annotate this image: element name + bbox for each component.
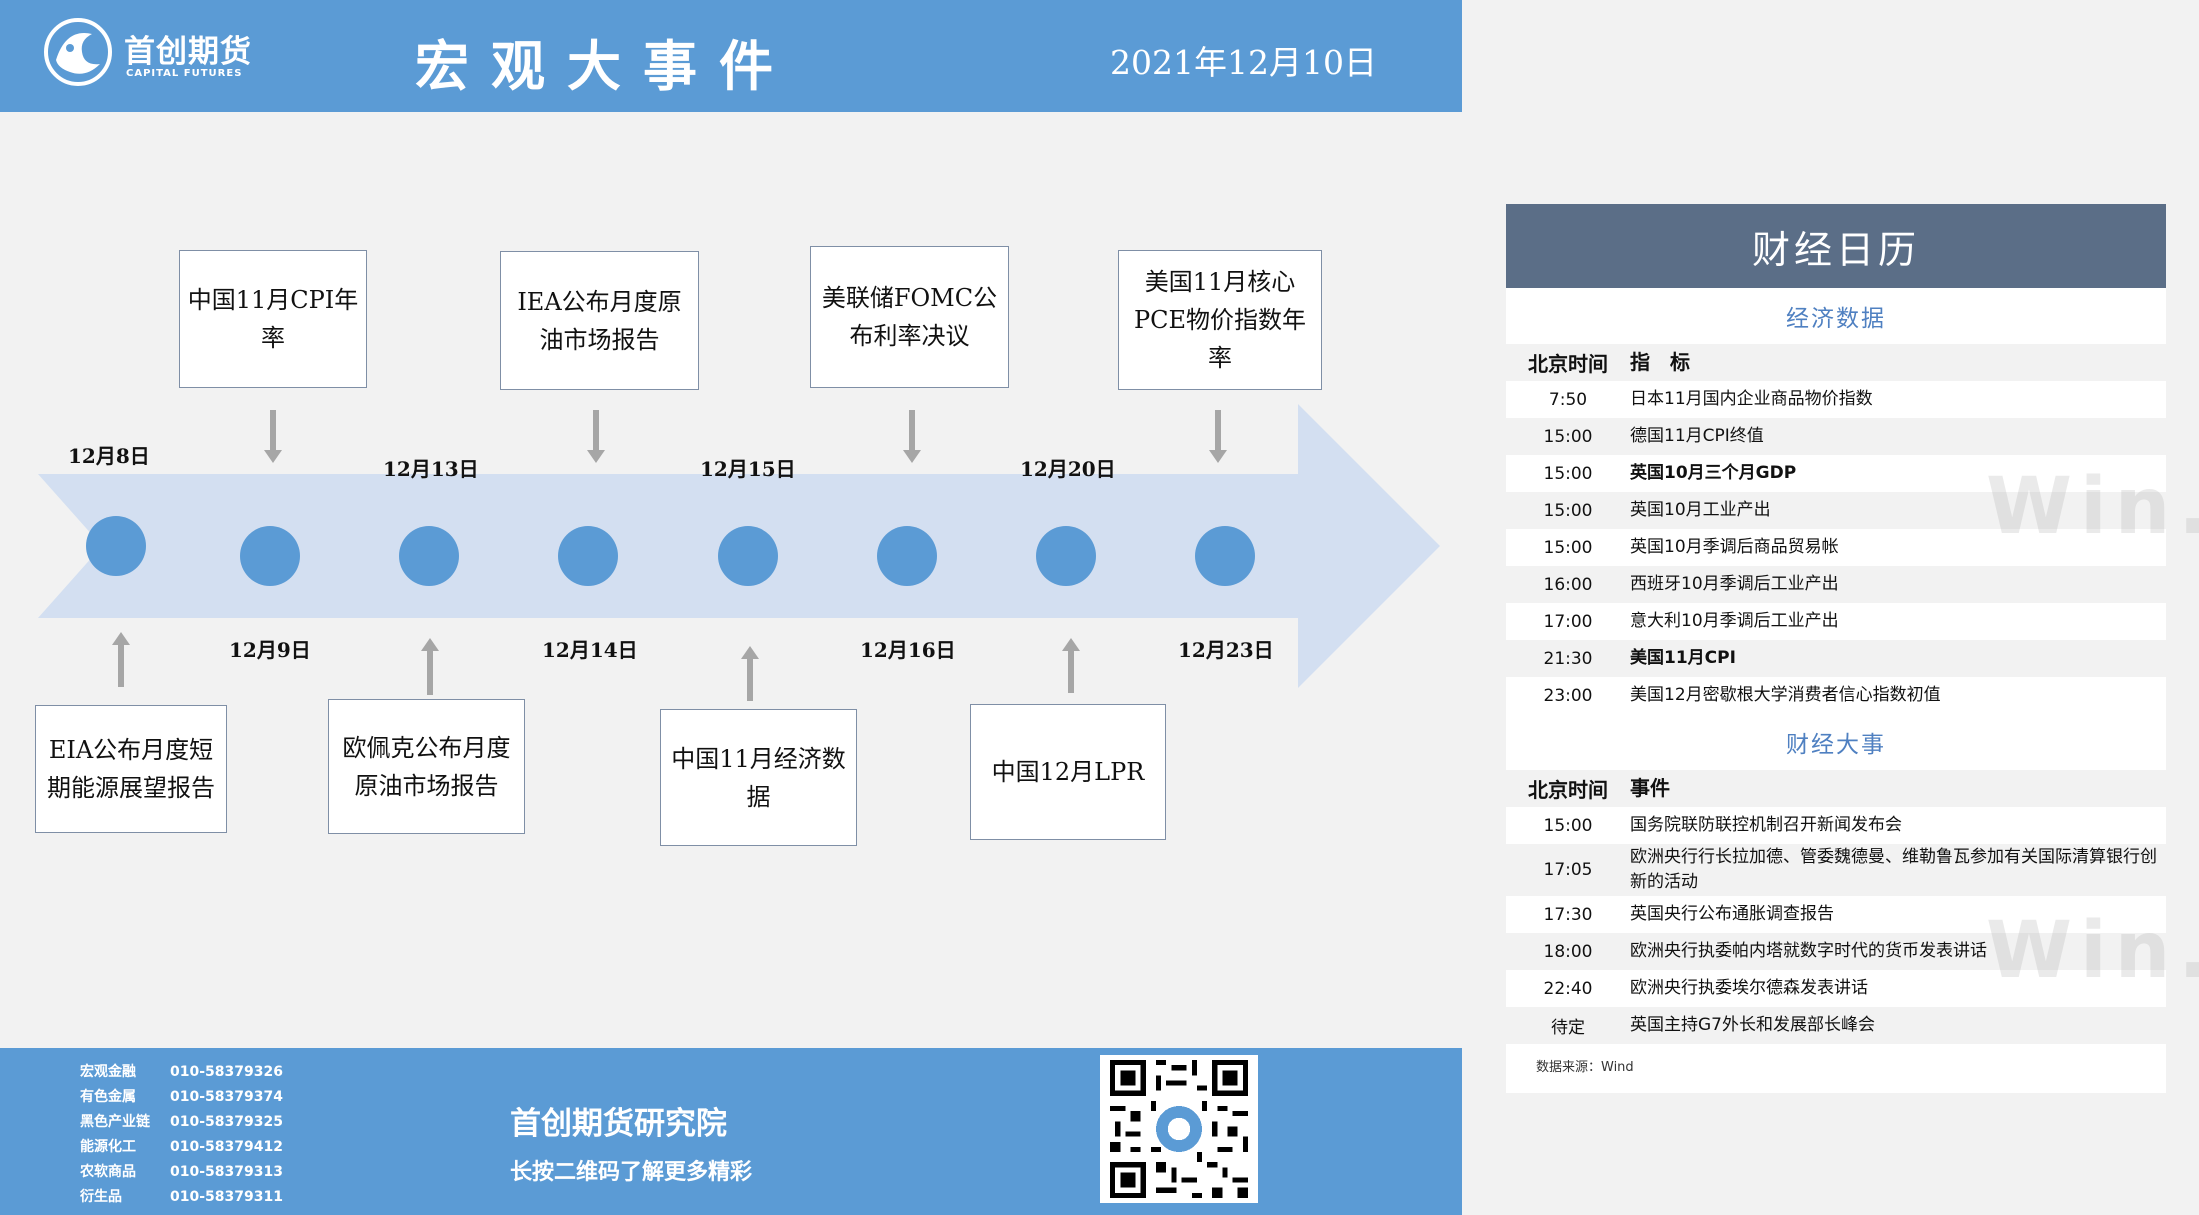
- timeline-date: 12月16日: [860, 638, 956, 662]
- table-row: 待定英国主持G7外长和发展部长峰会: [1506, 1007, 2166, 1044]
- events-section-title: 财经大事: [1786, 732, 1886, 758]
- event-text: 美联储FOMC公布利率决议: [821, 284, 998, 350]
- timeline-date: 12月15日: [700, 457, 796, 481]
- up-arrow-icons: [112, 632, 1080, 701]
- column-header-time: 北京时间: [1528, 778, 1608, 802]
- qr-code-icon[interactable]: [1100, 1055, 1258, 1203]
- event-box: IEA公布月度原油市场报告: [500, 251, 699, 390]
- institute-name: 首创期货研究院: [510, 1106, 727, 1142]
- timeline-node: [1195, 526, 1255, 586]
- event-box: 美联储FOMC公布利率决议: [810, 246, 1009, 388]
- timeline-date: 12月20日: [1020, 457, 1116, 481]
- logo-name-cn: 首创期货: [124, 34, 252, 70]
- event-text: 欧佩克公布月度原油市场报告: [342, 733, 511, 800]
- watermark: Win.d: [1986, 906, 2199, 996]
- logo-name-en: CAPITAL FUTURES: [126, 68, 243, 79]
- down-arrow-icons: [264, 410, 1227, 463]
- timeline-node: [718, 526, 778, 586]
- timeline-node: [86, 516, 146, 576]
- timeline-date: 12月14日: [542, 638, 638, 662]
- column-header-item: 指 标: [1630, 350, 1690, 374]
- calendar-title: 财经日历: [1506, 204, 2166, 288]
- timeline-node: [240, 526, 300, 586]
- timeline-date: 12月8日: [68, 444, 150, 468]
- event-box: EIA公布月度短期能源展望报告: [35, 705, 227, 833]
- event-text: 美国11月核心PCE物价指数年率: [1133, 268, 1307, 372]
- timeline-arrow: [38, 404, 1440, 701]
- slogan-text: 长按二维码了解更多精彩: [510, 1160, 753, 1185]
- event-text: 中国11月经济数据: [671, 744, 846, 811]
- header-bar: 首创期货 CAPITAL FUTURES 宏观大事件 2021年12月10日: [0, 0, 1462, 112]
- timeline-node: [399, 526, 459, 586]
- econ-table-header: 北京时间 指 标: [1506, 344, 2166, 381]
- event-box: 中国11月CPI年率: [179, 250, 367, 388]
- data-source-note: 数据来源：Wind: [1536, 1060, 1634, 1075]
- timeline-node: [1036, 526, 1096, 586]
- event-text: EIA公布月度短期能源展望报告: [47, 736, 215, 802]
- timeline-node: [558, 526, 618, 586]
- event-box: 中国12月LPR: [970, 704, 1166, 840]
- econ-section-title: 经济数据: [1786, 306, 1886, 332]
- column-header-time: 北京时间: [1528, 352, 1608, 376]
- page-title: 宏观大事件: [415, 34, 795, 98]
- event-text: IEA公布月度原油市场报告: [517, 287, 682, 354]
- column-header-item: 事件: [1630, 776, 1670, 800]
- timeline-date: 12月9日: [229, 638, 311, 662]
- event-text: 中国12月LPR: [991, 758, 1145, 786]
- event-text: 中国11月CPI年率: [187, 286, 359, 352]
- event-box: 欧佩克公布月度原油市场报告: [328, 699, 525, 834]
- watermark: Win.d: [1986, 462, 2199, 552]
- event-box: 美国11月核心PCE物价指数年率: [1118, 250, 1322, 390]
- logo-icon: [44, 18, 112, 86]
- timeline-date: 12月13日: [383, 457, 479, 481]
- events-table-header: 北京时间 事件: [1506, 770, 2166, 807]
- timeline-date: 12月23日: [1178, 638, 1274, 662]
- page-date: 2021年12月10日: [1110, 43, 1377, 82]
- event-box: 中国11月经济数据: [660, 709, 857, 846]
- timeline-node: [877, 526, 937, 586]
